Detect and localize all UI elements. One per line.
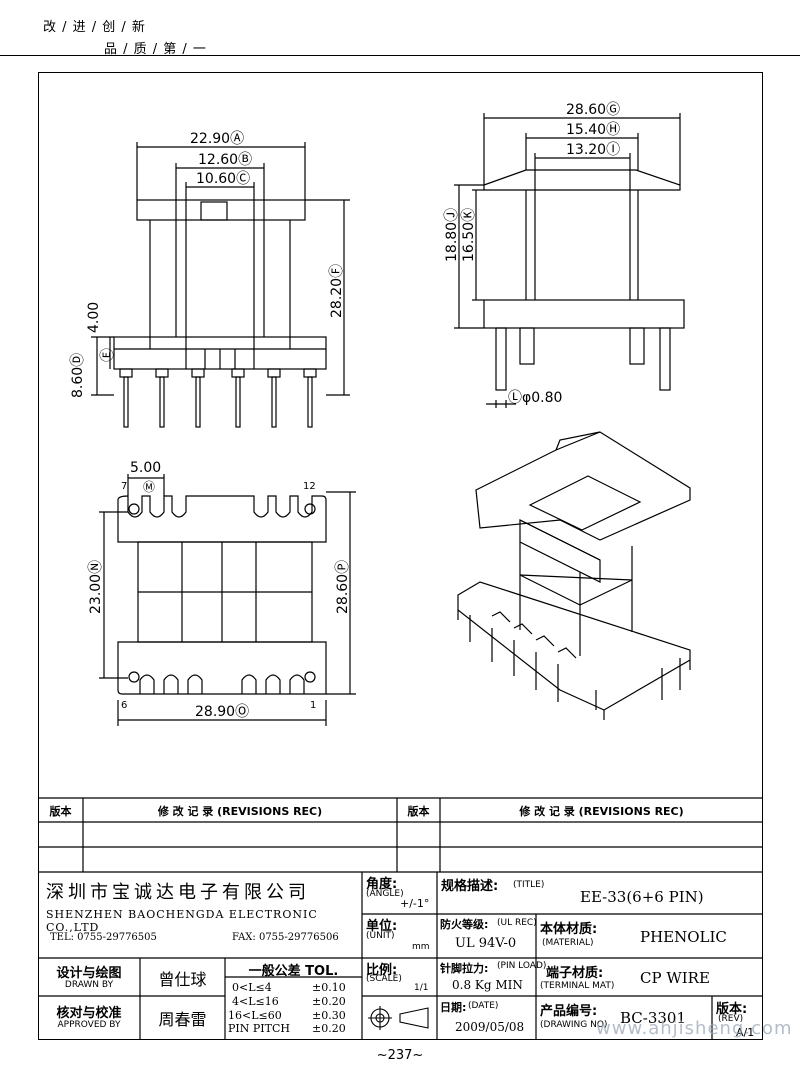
pin-label-6: 6 (121, 700, 127, 711)
terminal-label: 端子材质: (546, 966, 604, 981)
pinload-value: 0.8 Kg MIN (452, 978, 523, 992)
bottom-view (99, 474, 356, 726)
rev-header-records-2: 修 改 记 录 (REVISIONS REC) (519, 805, 684, 818)
pinload-label: 针脚拉力: (440, 962, 489, 975)
approver-label-en: APPROVED BY (57, 1020, 121, 1030)
title-label-en: (TITLE) (513, 880, 545, 890)
header-rule (0, 55, 800, 56)
dim-bottom-p: 28.60Ⓟ (335, 560, 351, 614)
tolerance-row-value: ±0.20 (312, 1022, 346, 1035)
scale-value: 1/1 (414, 983, 429, 993)
tolerance-row-range: 16<L≤60 (228, 1009, 282, 1022)
rev-value: A/1 (736, 1026, 755, 1039)
tolerance-row-range: 4<L≤16 (232, 995, 279, 1008)
drawingno-label-en: (DRAWING NO) (540, 1020, 608, 1030)
rev-header-records-1: 修 改 记 录 (REVISIONS REC) (157, 805, 323, 818)
dim-side-c: 13.20Ⓘ (566, 142, 620, 158)
front-view (91, 142, 350, 428)
ul-value: UL 94V-0 (455, 936, 517, 951)
unit-label-en: (UNIT) (366, 931, 395, 941)
approver-name: 周春雷 (158, 1010, 207, 1029)
pin-label-7: 7 (121, 481, 127, 492)
terminal-label-en: (TERMINAL MAT) (540, 981, 615, 991)
slogan-line-2: 品 / 质 / 第 / 一 (104, 42, 207, 57)
material-label-en: (MATERIAL) (542, 938, 594, 948)
scale-label-en: (SCALE) (366, 974, 402, 984)
rev-header-version-1: 版本 (49, 805, 72, 818)
company-tel: TEL: 0755-29776505 (50, 932, 157, 943)
dim-side-d: 18.80Ⓙ (444, 208, 460, 262)
tolerance-row-range: 0<L≤4 (232, 981, 272, 994)
projection-symbol-icon (368, 1006, 429, 1030)
tolerance-row-value: ±0.30 (312, 1009, 346, 1022)
dim-bottom-pitch: 5.00 (130, 460, 161, 476)
unit-label: 单位: (366, 919, 398, 934)
drawingno-value: BC-3301 (620, 1009, 687, 1027)
rev-label-en: (REV) (718, 1014, 744, 1024)
tolerance-row-range: PIN PITCH (228, 1022, 290, 1035)
dim-side-e: 16.50Ⓚ (461, 208, 477, 262)
tolerance-title: 一般公差 TOL. (248, 964, 339, 979)
dim-side-b: 15.40Ⓗ (566, 122, 620, 138)
title-label: 规格描述: (441, 879, 499, 894)
page-number: ~237~ (376, 1048, 424, 1063)
approver-label: 核对与校准 (56, 1006, 122, 1021)
date-label-en: (DATE) (468, 1001, 499, 1011)
ul-label: 防火等级: (440, 918, 489, 931)
company-fax: FAX: 0755-29776506 (232, 932, 339, 943)
drawingno-label: 产品编号: (540, 1004, 598, 1019)
pin-label-12: 12 (303, 481, 316, 492)
dim-side-f: Ⓛφ0.80 (508, 390, 562, 406)
tolerance-row-value: ±0.20 (312, 995, 346, 1008)
drawing-frame (38, 72, 763, 1040)
terminal-value: CP WIRE (640, 969, 710, 987)
pinload-label-en: (PIN LOAD) (497, 961, 547, 971)
date-value: 2009/05/08 (455, 1020, 525, 1034)
isometric-view (457, 431, 691, 720)
angle-label: 角度: (366, 877, 398, 892)
ul-label-en: (UL REC) (497, 918, 537, 928)
rev-label: 版本: (716, 1002, 748, 1017)
material-value: PHENOLIC (640, 928, 727, 946)
company-name-en: SHENZHEN BAOCHENGDA ELECTRONIC CO.,LTD (46, 908, 318, 934)
dim-bottom-o: 28.90Ⓞ (195, 704, 249, 720)
pin-label-1: 1 (310, 700, 316, 711)
material-label: 本体材质: (540, 922, 598, 937)
date-label: 日期: (440, 1001, 467, 1014)
dim-side-a: 28.60Ⓖ (566, 102, 620, 118)
dim-front-e: 8.60Ⓓ (70, 353, 86, 398)
dim-front-c: 10.60Ⓒ (196, 171, 250, 187)
scale-label: 比例: (366, 963, 398, 978)
angle-value: +/-1° (400, 897, 430, 910)
dim-bottom-n: 23.00Ⓝ (88, 560, 104, 614)
slogan-line-1: 改 / 进 / 创 / 新 (43, 20, 146, 35)
technical-drawing: 22.90Ⓐ 12.60Ⓑ 10.60Ⓒ 28.20Ⓕ 4.00 8.60Ⓓ Ⓔ… (70, 102, 691, 726)
designer-label-en: DRAWN BY (64, 980, 114, 990)
watermark: www.ahjisheng.com (596, 1018, 793, 1039)
dim-front-f: Ⓔ (100, 348, 116, 362)
company-name-cn: 深圳市宝诚达电子有限公司 (46, 882, 310, 903)
dim-front-b: 12.60Ⓑ (198, 152, 252, 168)
dim-front-d: 4.00 (86, 302, 102, 333)
rev-header-version-2: 版本 (407, 805, 430, 818)
angle-label-en: (ANGLE) (366, 889, 404, 899)
title-value: EE-33(6+6 PIN) (580, 888, 704, 906)
dim-front-a: 22.90Ⓐ (190, 131, 244, 147)
tolerance-row-value: ±0.10 (312, 981, 346, 994)
unit-value: mm (412, 942, 430, 952)
designer-label: 设计与绘图 (56, 966, 122, 981)
dim-front-g: 28.20Ⓕ (329, 264, 345, 318)
side-view (454, 113, 685, 408)
dim-bottom-m: Ⓜ (143, 480, 155, 494)
designer-name: 曾仕球 (158, 970, 207, 989)
